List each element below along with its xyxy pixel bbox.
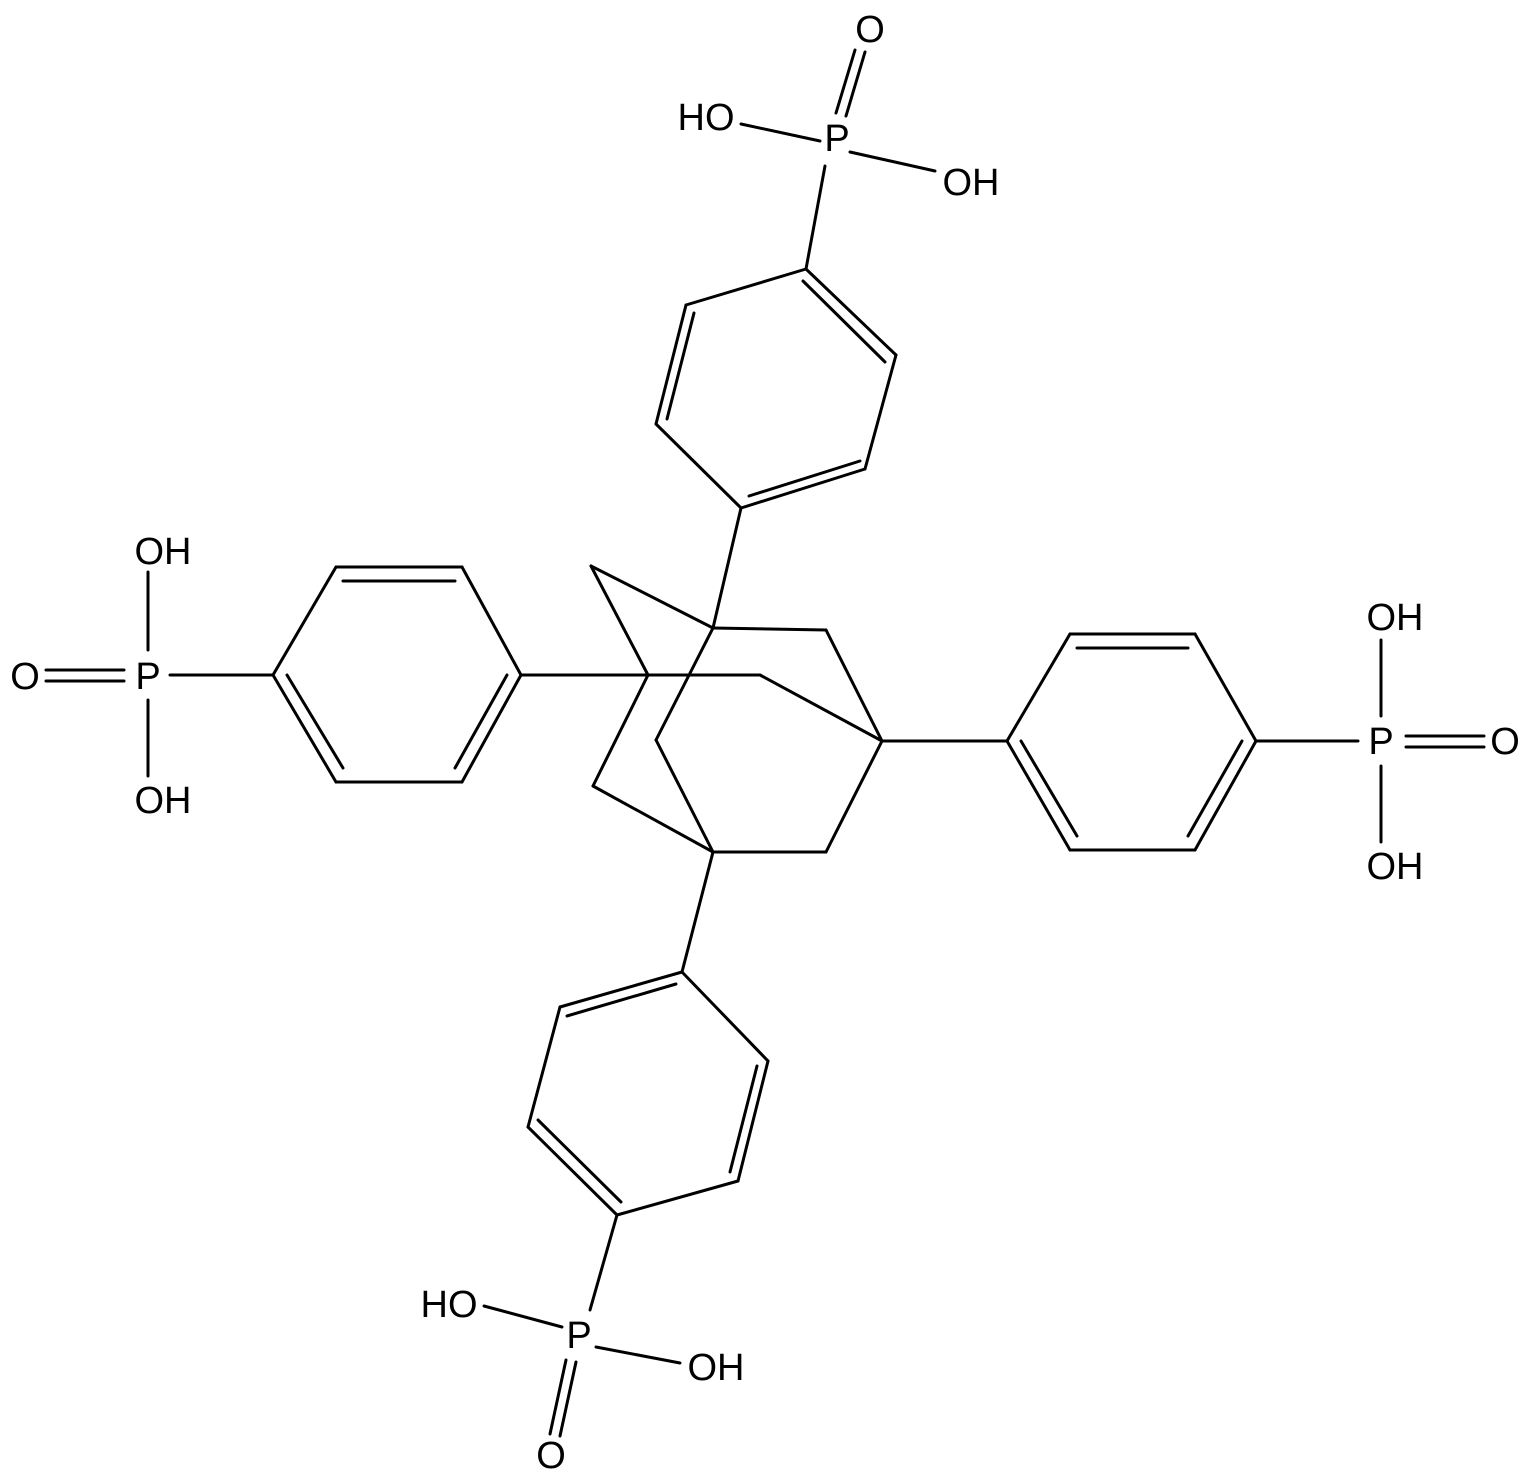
right-hydroxyl-label-bottom: OH	[1367, 846, 1424, 888]
bottom-phenyl-ring	[482, 850, 770, 1438]
left-oxo-label: O	[10, 656, 40, 698]
left-phenyl-ring	[44, 565, 650, 784]
bottom-hydroxyl-label-right: OH	[688, 1347, 745, 1389]
top-hydroxyl-label-left: HO	[678, 97, 735, 139]
top-hydroxyl-label-right: OH	[943, 162, 1000, 204]
right-phenyl-ring	[880, 632, 1486, 852]
left-hydroxyl-label-top: OH	[135, 531, 192, 573]
bottom-phosphorus-label: P	[566, 1315, 591, 1357]
left-hydroxyl-label-bottom: OH	[135, 780, 192, 822]
bottom-oxo-label: O	[536, 1435, 566, 1477]
left-phosphorus-label: P	[135, 656, 160, 698]
bottom-hydroxyl-label-left: HO	[421, 1284, 478, 1326]
right-hydroxyl-label-top: OH	[1367, 597, 1424, 639]
right-phosphorus-label: P	[1368, 721, 1393, 763]
top-oxo-label: O	[855, 9, 885, 51]
right-oxo-label: O	[1490, 721, 1520, 763]
top-phenyl-ring	[654, 48, 937, 630]
top-phosphorus-label: P	[824, 118, 849, 160]
adamantane-core	[589, 564, 884, 854]
